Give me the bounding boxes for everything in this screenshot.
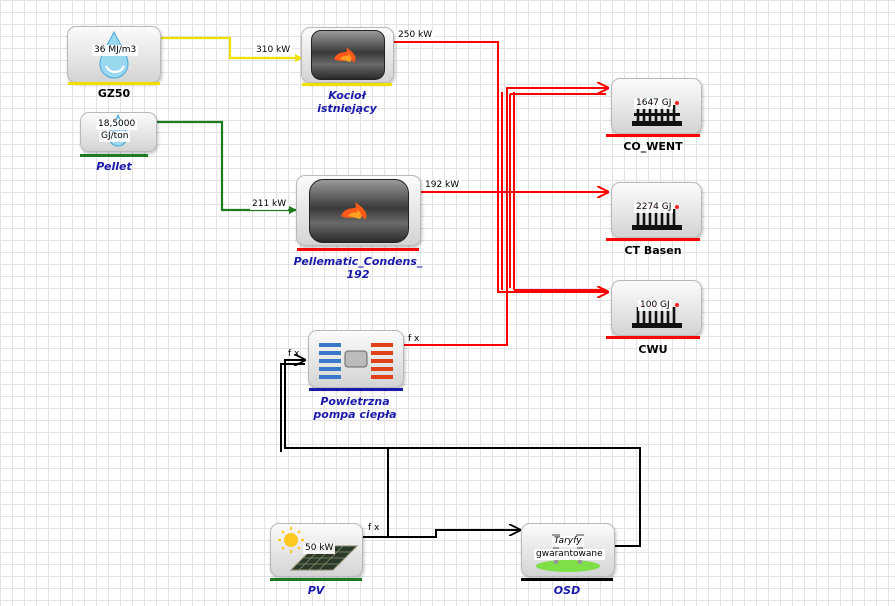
heat-network[interactable] [393,41,608,346]
ct-basen-node[interactable]: 2274 GJ [611,182,702,238]
pellematic-in-flow: 211 kW [250,199,289,210]
kociol-out-flow: 250 kW [396,30,435,41]
heat-pump-icon [319,343,393,379]
gz50-node[interactable]: 36 MJ/m3 [67,26,161,83]
ct-basen-bar [606,238,700,241]
pellematic-label-1: Pellematic_Condens_ [293,255,423,268]
pv-bar [270,578,362,581]
kociol-label-2: istniejący [317,102,377,115]
cwu-bar [606,336,700,339]
pompa-label-2: pompa ciepła [313,408,397,421]
pellematic-out-flow: 192 kW [423,180,462,191]
kociol-label-1: Kocioł [328,89,366,102]
pellematic-label-2: 192 [346,268,370,281]
gz50-label: GZ50 [97,87,131,100]
pellet-value-2: GJ/ton [99,131,131,142]
pv-value: 50 kW [303,543,336,554]
osd-label: OSD [553,584,581,597]
kociol-in-flow: 310 kW [254,45,293,56]
gz50-bar [68,82,160,85]
pompa-bar [309,388,403,391]
flame-icon [341,202,367,220]
pompa-in-flow: f x [288,349,300,359]
solar-panel-icon [278,527,359,571]
osd-value-1: Taryfy [552,536,584,547]
pellet-bar [80,154,148,157]
osd-value-2: gwarantowane [534,549,605,560]
pv-label: PV [307,584,325,597]
pompa-node[interactable] [308,330,404,388]
osd-bar [521,578,613,581]
flame-icon [334,47,356,63]
pellematic-node[interactable] [296,175,421,246]
ct-basen-value: 2274 GJ [634,202,674,213]
cwu-value: 100 GJ [638,300,672,311]
co-went-node[interactable]: 1647 GJ [611,78,702,134]
co-went-bar [606,134,700,137]
pellet-node[interactable]: 18,5000 GJ/ton [80,112,157,152]
pellet-value-1: 18,5000 [96,119,138,130]
flow-pellet-pellematic[interactable] [156,120,297,214]
pellet-label: Pellet [96,160,132,173]
co-went-value: 1647 GJ [634,98,674,109]
flow-gz50-kociol[interactable] [160,36,303,62]
kociol-node[interactable] [301,27,394,83]
gz50-value: 36 MJ/m3 [92,45,139,56]
pompa-label-1: Powietrzna [320,395,390,408]
pompa-out-flow: f x [408,334,420,344]
cwu-node[interactable]: 100 GJ [611,280,702,336]
osd-node[interactable]: Taryfy gwarantowane [521,523,615,577]
co-went-label: CO_WENT [623,140,683,153]
pv-node[interactable]: 50 kW [270,523,363,577]
cwu-label: CWU [638,343,668,356]
pellematic-bar [297,248,419,251]
pv-out-flow: f x [368,523,380,533]
electric-network[interactable] [280,360,641,547]
ct-basen-label: CT Basen [624,244,682,257]
kociol-bar [302,83,392,86]
